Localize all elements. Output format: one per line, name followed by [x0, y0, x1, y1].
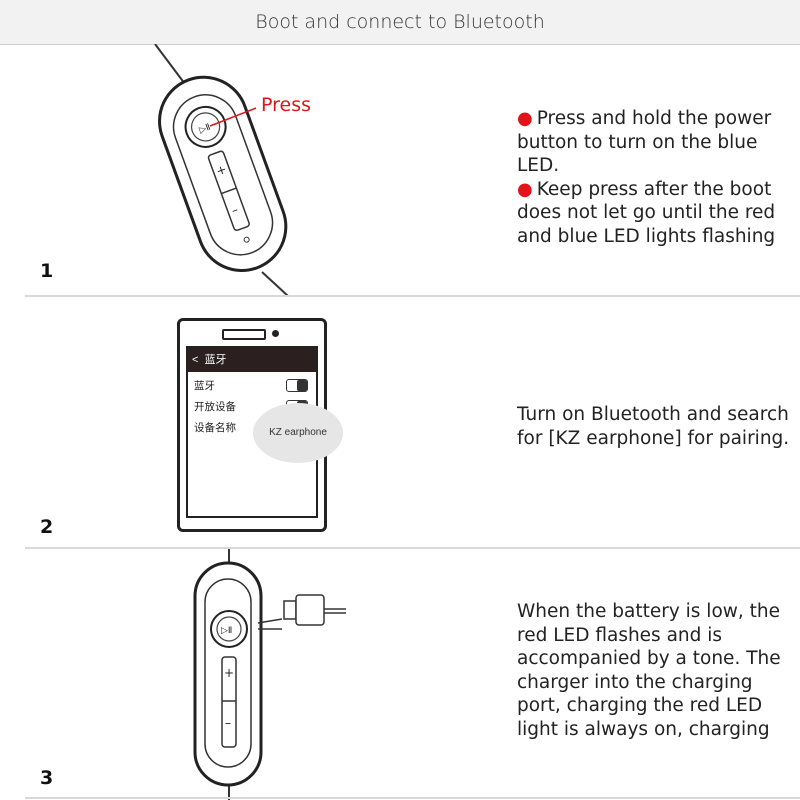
settings-row[interactable]: 设备名称 [194, 420, 308, 436]
svg-text:▷Ⅱ: ▷Ⅱ [198, 123, 212, 136]
svg-text:+: + [214, 162, 228, 179]
remote-control-illustration: ▷Ⅱ + – [154, 44, 289, 296]
svg-text:–: – [230, 202, 240, 217]
press-callout: Press [261, 94, 312, 116]
phone-camera [272, 330, 279, 337]
step-3-section: ▷Ⅱ + – When the battery is low, the red … [0, 549, 800, 800]
settings-row-label: 开放设备 [194, 401, 236, 413]
bullet-item: ●Keep press after the boot does not let … [517, 178, 776, 247]
bullet-dot-icon: ● [517, 178, 533, 200]
step-1-description: ●Press and hold the power button to turn… [517, 107, 797, 248]
step-3-description: When the battery is low, the red LED fla… [517, 601, 781, 740]
step-number: 3 [40, 767, 54, 789]
settings-row-label: 蓝牙 [194, 380, 215, 392]
back-chevron-icon[interactable]: < [192, 354, 199, 366]
step-number: 2 [40, 516, 54, 538]
step-number: 1 [40, 260, 54, 282]
device-name-label: KZ earphone [269, 427, 327, 438]
screen-titlebar: < 蓝牙 [188, 348, 316, 372]
step-2-section: < 蓝牙 蓝牙 开放设备 设备名称 KZ earphone Turn on [0, 297, 800, 547]
section-divider [25, 295, 800, 297]
svg-text:▷Ⅱ: ▷Ⅱ [221, 626, 232, 636]
bullet-item: ●Press and hold the power button to turn… [517, 108, 772, 176]
settings-row-label: 设备名称 [194, 422, 236, 434]
toggle-switch[interactable] [286, 379, 308, 392]
step-1-section: ▷Ⅱ + – Press ●Press and hold the power b… [0, 44, 800, 296]
svg-text:–: – [225, 716, 231, 730]
section-divider [25, 547, 800, 549]
phone-speaker [222, 329, 266, 340]
device-name-bubble: KZ earphone [253, 403, 343, 463]
page-title: Boot and connect to Bluetooth [255, 11, 545, 33]
page-header: Boot and connect to Bluetooth [0, 0, 800, 45]
remote-charging-illustration: ▷Ⅱ + – [193, 549, 346, 800]
bullet-dot-icon: ● [517, 108, 533, 129]
screen-title: 蓝牙 [204, 354, 227, 366]
step-2-description: Turn on Bluetooth and search for [KZ ear… [517, 404, 790, 449]
svg-text:+: + [224, 666, 234, 680]
section-divider [25, 797, 800, 799]
toggle-knob [297, 380, 307, 391]
settings-row[interactable]: 蓝牙 [194, 378, 308, 394]
